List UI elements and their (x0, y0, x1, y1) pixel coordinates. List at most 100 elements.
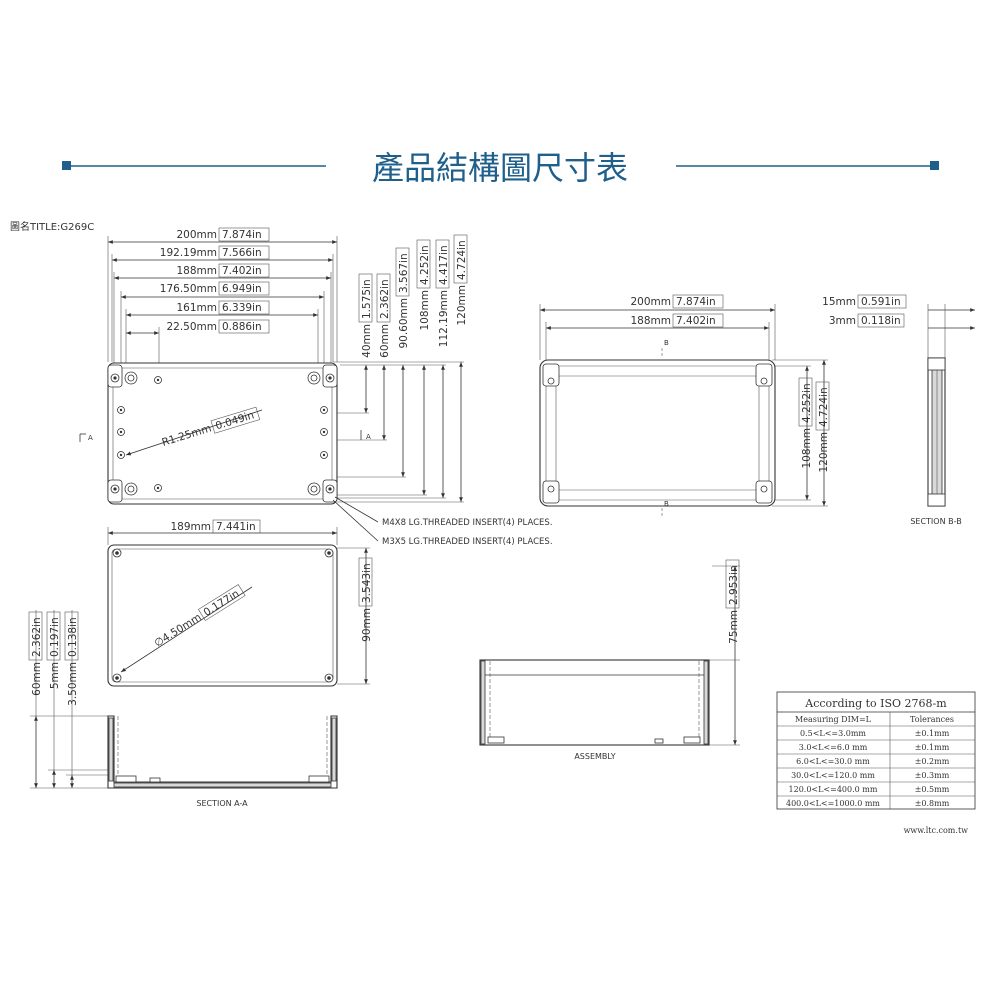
corner-insert-top-right (307, 364, 338, 388)
seca-dim-60mm: 60mm (31, 662, 43, 696)
tolerance-header-dim: Measuring DIM=L (795, 715, 872, 724)
tolerance-value-cell: ±0.8mm (915, 799, 950, 808)
footer-url: www.ltc.com.tw (904, 826, 969, 835)
dim-6339in: 6.339in (222, 302, 262, 314)
page-title: 產品結構圖尺寸表 (372, 149, 628, 187)
note-m3-insert: M3X5 LG.THREADED INSERT(4) PLACES. (382, 537, 553, 547)
tolerance-value-cell: ±0.1mm (915, 743, 950, 752)
tolerance-rows: 0.5<L<=3.0mm ±0.1mm 3.0<L<=6.0 mm ±0.1mm 6.0… (786, 729, 950, 808)
assembly-dim-75mm: 75mm (728, 610, 740, 644)
front-dim-7402in: 7.402in (676, 315, 716, 327)
dim-0886in: 0.886in (222, 321, 262, 333)
front-dim-188mm: 188mm (631, 315, 672, 327)
bottom-view: 189mm 7.441in 90mm 3.543in ∅4.50mm 0.177… (107, 519, 373, 687)
dim-7874in: 7.874in (222, 229, 262, 241)
tolerance-range-cell: 6.0<L<=30.0 mm (796, 757, 870, 766)
top-width-dimensions: 200mm 7.874in 192.19mm 7.566in 188mm 7.4… (107, 227, 338, 372)
dim-1575in: 1.575in (361, 279, 373, 319)
insert-notes: M4X8 LG.THREADED INSERT(4) PLACES. M3X5 … (332, 496, 553, 547)
header-left-square (62, 161, 71, 170)
seca-dim-0138in: 0.138in (67, 617, 79, 657)
section-a-label: SECTION A-A (196, 799, 248, 808)
dim-200mm: 200mm (177, 229, 218, 241)
front-view: 200mm 7.874in 188mm 7.402in 108mm 4.252i… (539, 294, 830, 518)
section-a-marker-left: A (88, 434, 93, 442)
tolerance-table-title: According to ISO 2768-m (804, 697, 947, 710)
dim-4724in: 4.724in (456, 240, 468, 280)
tolerance-value-cell: ±0.5mm (915, 785, 950, 794)
section-a-marker-right: A (366, 433, 371, 441)
dim-4417in: 4.417in (438, 245, 450, 285)
tolerance-range-cell: 400.0<L<=1000.0 mm (786, 799, 880, 808)
section-a-profile (107, 715, 338, 789)
dim-3567in: 3.567in (398, 253, 410, 293)
dim-19219mm: 192.19mm (160, 247, 217, 259)
section-a: 60mm 2.362in 5mm 0.197in 3.50mm 0.138in … (28, 610, 338, 808)
corner-insert-bottom-left (107, 479, 138, 503)
secb-dim-0591in: 0.591in (861, 296, 901, 308)
dim-120mm: 120mm (456, 285, 468, 326)
dim-6949in: 6.949in (222, 283, 262, 295)
assembly-dim-2953in: 2.953in (728, 565, 740, 605)
tolerance-value-cell: ±0.3mm (915, 771, 950, 780)
tolerance-range-cell: 3.0<L<=6.0 mm (799, 743, 868, 752)
front-dim-200mm: 200mm (631, 296, 672, 308)
section-b-marker-top: B (664, 339, 669, 347)
seca-dim-5mm: 5mm (49, 662, 61, 689)
dim-7566in: 7.566in (222, 247, 262, 259)
note-m4-insert: M4X8 LG.THREADED INSERT(4) PLACES. (382, 518, 553, 528)
corner-insert-top-left (107, 364, 138, 388)
section-a-markers: A A (79, 430, 371, 442)
header-right-square (930, 161, 939, 170)
secb-dim-15mm: 15mm (822, 296, 856, 308)
dim-60mm: 60mm (379, 324, 391, 358)
seca-dim-0197in: 0.197in (49, 617, 61, 657)
assembly-body (479, 659, 710, 746)
drawing-title: 圖名TITLE:G269C (10, 220, 94, 233)
dim-2250mm: 22.50mm (166, 321, 217, 333)
top-view-body (107, 362, 338, 505)
tolerance-range-cell: 120.0<L<=400.0 mm (789, 785, 878, 794)
dim-161mm: 161mm (177, 302, 218, 314)
front-dim-4252in: 4.252in (801, 383, 813, 423)
section-b-label: SECTION B-B (910, 517, 961, 526)
dim-40mm: 40mm (361, 324, 373, 358)
tolerance-value-cell: ±0.1mm (915, 729, 950, 738)
dim-11219mm: 112.19mm (438, 290, 450, 347)
bottom-dim-189mm: 189mm (171, 521, 212, 533)
assembly-label: ASSEMBLY (574, 752, 615, 761)
bottom-view-body (107, 544, 338, 687)
front-view-body (539, 359, 776, 507)
dim-9060mm: 90.60mm (398, 298, 410, 349)
front-dim-7874in: 7.874in (676, 296, 716, 308)
tolerance-value-cell: ±0.2mm (915, 757, 950, 766)
bottom-dim-90mm: 90mm (361, 608, 373, 642)
section-b-marker-bottom: B (664, 500, 669, 508)
tolerance-range-cell: 0.5<L<=3.0mm (800, 729, 866, 738)
secb-dim-0118in: 0.118in (861, 315, 901, 327)
front-dim-120mm: 120mm (818, 432, 830, 473)
tolerance-header-tol: Tolerances (910, 715, 954, 724)
seca-dim-2362in: 2.362in (31, 617, 43, 657)
bottom-dim-7441in: 7.441in (216, 521, 256, 533)
dim-4252in: 4.252in (419, 245, 431, 285)
dim-188mm: 188mm (177, 265, 218, 277)
dim-17650mm: 176.50mm (160, 283, 217, 295)
seca-dim-350mm: 3.50mm (67, 662, 79, 706)
section-b-profile (927, 357, 946, 507)
section-b: 15mm 0.591in 3mm 0.118in SECTION B-B (822, 294, 975, 526)
top-height-dimensions: 40mm 1.575in 60mm 2.362in 90.60mm 3.567i… (330, 234, 468, 503)
tolerance-table: According to ISO 2768-m Measuring DIM=L … (776, 691, 976, 810)
tolerance-range-cell: 30.0<L<=120.0 mm (791, 771, 875, 780)
page-header: 產品結構圖尺寸表 (62, 149, 939, 187)
dim-2362in: 2.362in (379, 279, 391, 319)
dim-108mm: 108mm (419, 290, 431, 331)
front-dim-4724in: 4.724in (818, 387, 830, 427)
top-view: 200mm 7.874in 192.19mm 7.566in 188mm 7.4… (79, 227, 553, 547)
dim-7402in: 7.402in (222, 265, 262, 277)
secb-dim-3mm: 3mm (829, 315, 856, 327)
front-dim-108mm: 108mm (801, 428, 813, 469)
corner-insert-bottom-right (307, 479, 338, 503)
